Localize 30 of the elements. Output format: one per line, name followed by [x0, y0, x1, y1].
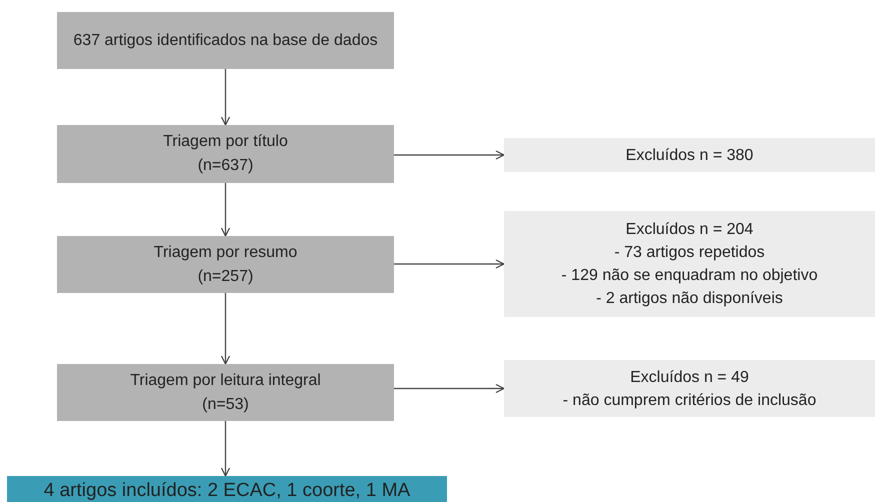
arrow	[220, 183, 230, 237]
arrow	[220, 293, 230, 365]
process-box	[57, 12, 394, 69]
process-box	[57, 364, 394, 421]
box-text: Triagem por leitura integral	[130, 370, 321, 390]
arrow	[394, 150, 505, 160]
box-text: - não cumprem critérios de inclusão	[562, 390, 816, 410]
box-text: (n=257)	[198, 266, 254, 286]
box-text: - 73 artigos repetidos	[614, 243, 765, 263]
box-text: 637 artigos identificados na base de dados	[73, 30, 378, 50]
process-box	[57, 236, 394, 293]
exclusion-box	[504, 138, 875, 172]
exclusion-box	[504, 360, 875, 417]
result-box	[7, 476, 447, 502]
arrow	[394, 259, 505, 269]
box-text: Triagem por resumo	[154, 242, 298, 262]
box-text: 4 artigos incluídos: 2 ECAC, 1 coorte, 1 MA	[44, 479, 410, 502]
arrow	[220, 421, 230, 477]
box-text: (n=637)	[198, 156, 254, 176]
box-text: (n=53)	[202, 394, 249, 414]
arrow	[220, 69, 230, 126]
arrow	[394, 384, 505, 394]
exclusion-box	[504, 211, 875, 317]
box-text: Excluídos n = 380	[626, 146, 754, 166]
box-text: - 129 não se enquadram no objetivo	[561, 266, 818, 286]
box-text: Excluídos n = 204	[626, 220, 754, 240]
box-text: Triagem por título	[163, 132, 288, 152]
box-text: Excluídos n = 49	[630, 368, 749, 388]
process-box	[57, 125, 394, 183]
box-text: - 2 artigos não disponíveis	[596, 289, 783, 309]
